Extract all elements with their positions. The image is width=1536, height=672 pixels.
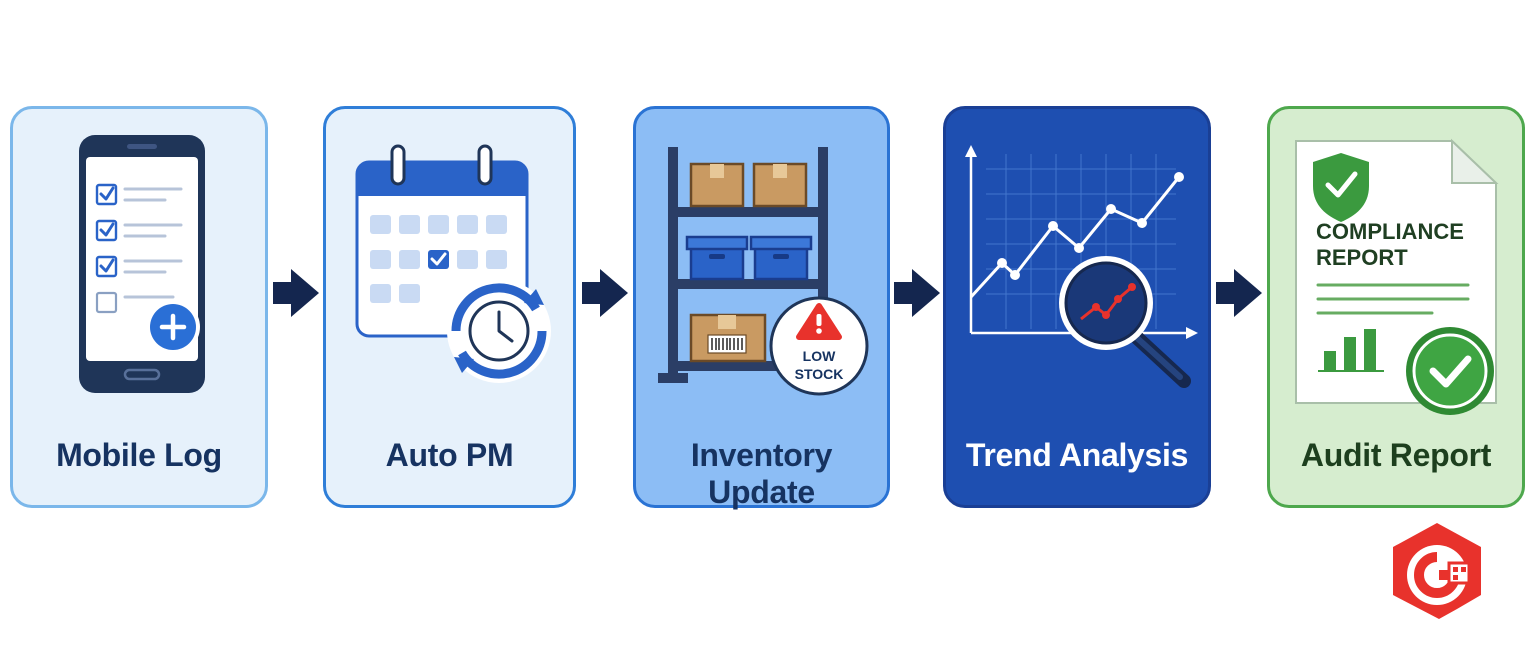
step-label: Mobile Log [56, 437, 222, 473]
step-label: Inventory Update [690, 437, 833, 510]
low-stock-badge-line2: STOCK [795, 366, 844, 382]
step-card-auto-pm: Auto PM [323, 106, 576, 508]
step-label: Audit Report [1300, 437, 1492, 473]
arrow-icon [894, 269, 940, 317]
doc-title-line2: REPORT [1316, 245, 1408, 270]
step-label: Auto PM [385, 437, 514, 473]
compliance-document-icon: COMPLIANCE REPORT [1295, 138, 1499, 415]
step-card-audit-report: COMPLIANCE REPORT Audit Report [1267, 106, 1525, 508]
arrow-icon [1216, 269, 1262, 317]
step-card-trend-analysis: Trend Analysis [943, 106, 1211, 508]
calendar-clock-icon [355, 144, 551, 383]
arrow-icon [273, 269, 319, 317]
step-card-mobile-log: Mobile Log [10, 106, 268, 508]
arrow-icon [582, 269, 628, 317]
doc-title-line1: COMPLIANCE [1316, 219, 1464, 244]
step-card-inventory-update: LOW STOCK Inventory Update [633, 106, 890, 510]
step-label: Trend Analysis [965, 437, 1189, 473]
low-stock-badge-line1: LOW [803, 348, 836, 364]
brand-logo-icon [1393, 523, 1481, 619]
warehouse-shelf-icon: LOW STOCK [658, 147, 869, 396]
trend-chart-magnifier-icon [965, 145, 1198, 388]
mobile-checklist-icon [79, 135, 205, 393]
